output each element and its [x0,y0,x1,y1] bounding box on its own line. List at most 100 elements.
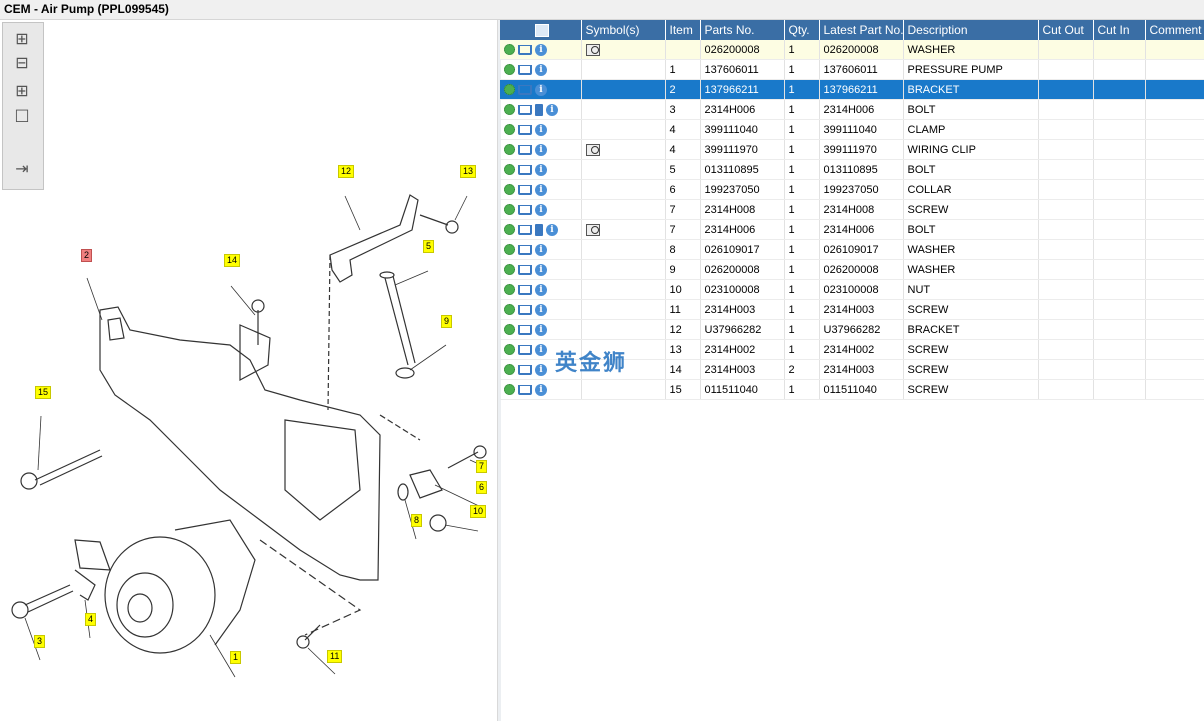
cart-icon[interactable] [518,224,532,235]
magnifier-symbol-icon[interactable] [585,43,600,56]
callout-9[interactable]: 9 [441,315,453,328]
cart-icon[interactable] [518,344,532,355]
gear-icon[interactable] [504,64,515,76]
cart-icon[interactable] [518,304,532,315]
column-header-filter[interactable] [500,20,582,40]
cart-icon[interactable] [518,44,532,55]
callout-2[interactable]: 2 [81,249,93,262]
gear-icon[interactable] [504,124,515,136]
callout-1[interactable]: 1 [230,651,242,664]
info-icon[interactable]: i [535,303,547,316]
cart-icon[interactable] [518,244,532,255]
cart-icon[interactable] [518,384,532,395]
gear-icon[interactable] [504,284,515,296]
gear-icon[interactable] [504,164,515,176]
info-icon[interactable]: i [535,163,547,176]
info-icon[interactable]: i [546,103,558,116]
info-icon[interactable]: i [535,63,547,76]
gear-icon[interactable] [504,44,515,56]
gear-icon[interactable] [504,304,515,316]
cart-icon[interactable] [518,184,532,195]
gear-icon[interactable] [504,204,515,216]
info-icon[interactable]: i [535,183,547,196]
gear-icon[interactable] [504,224,515,236]
info-icon[interactable]: i [535,363,547,376]
callout-4[interactable]: 4 [85,613,97,626]
gear-icon[interactable] [504,84,515,96]
column-header[interactable]: Symbol(s) [581,20,666,40]
callout-12[interactable]: 12 [338,165,355,178]
info-icon[interactable]: i [535,383,547,396]
gear-icon[interactable] [504,384,515,396]
fit-to-window-icon[interactable]: ⊞ [15,81,29,100]
actual-size-icon[interactable]: □ [14,105,30,124]
cart-icon[interactable] [518,164,532,175]
gear-icon[interactable] [504,104,515,116]
column-header[interactable]: Cut In [1093,20,1146,40]
info-icon[interactable]: i [535,243,547,256]
cart-icon[interactable] [518,124,532,135]
cart-icon[interactable] [518,364,532,375]
callout-14[interactable]: 14 [224,254,241,267]
cart-icon[interactable] [518,204,532,215]
zoom-out-icon[interactable]: ⊟ [15,53,29,72]
magnifier-symbol-icon[interactable] [585,223,600,236]
gear-icon[interactable] [504,264,515,276]
export-icon[interactable]: ⇥ [15,159,29,178]
callout-15[interactable]: 15 [35,386,52,399]
callout-10[interactable]: 10 [470,505,487,518]
info-icon[interactable]: i [546,223,558,236]
cart-icon[interactable] [518,284,532,295]
document-icon[interactable] [535,103,543,116]
info-icon[interactable]: i [535,143,547,156]
info-icon[interactable]: i [535,43,547,56]
zoom-in-icon[interactable]: ⊞ [15,29,29,48]
cart-icon[interactable] [518,84,532,95]
column-header[interactable]: Description [903,20,1039,40]
callout-13[interactable]: 13 [460,165,477,178]
gear-icon[interactable] [504,144,515,156]
column-header[interactable]: Parts No. [700,20,785,40]
callout-3[interactable]: 3 [34,635,46,648]
callout-5[interactable]: 5 [423,240,435,253]
document-icon[interactable] [535,223,543,236]
column-header[interactable]: Comment [1145,20,1204,40]
column-header[interactable]: Item [665,20,701,40]
gear-icon[interactable] [504,324,515,336]
panel-splitter[interactable] [497,20,501,721]
info-icon[interactable]: i [535,283,547,296]
info-icon[interactable]: i [535,83,547,96]
info-icon[interactable]: i [535,263,547,276]
callout-6[interactable]: 6 [476,481,488,494]
column-header[interactable]: Latest Part No. [819,20,904,40]
cart-icon[interactable] [518,324,532,335]
cart-icon[interactable] [518,144,532,155]
callout-7[interactable]: 7 [476,460,488,473]
callout-11[interactable]: 11 [327,650,343,663]
info-icon[interactable]: i [535,123,547,136]
callout-8[interactable]: 8 [411,514,423,527]
cart-icon[interactable] [518,64,532,75]
info-icon[interactable]: i [535,203,547,216]
gear-icon[interactable] [504,184,515,196]
column-header[interactable]: Qty. [784,20,820,40]
cart-icon[interactable] [518,264,532,275]
column-header[interactable]: Cut Out [1038,20,1094,40]
